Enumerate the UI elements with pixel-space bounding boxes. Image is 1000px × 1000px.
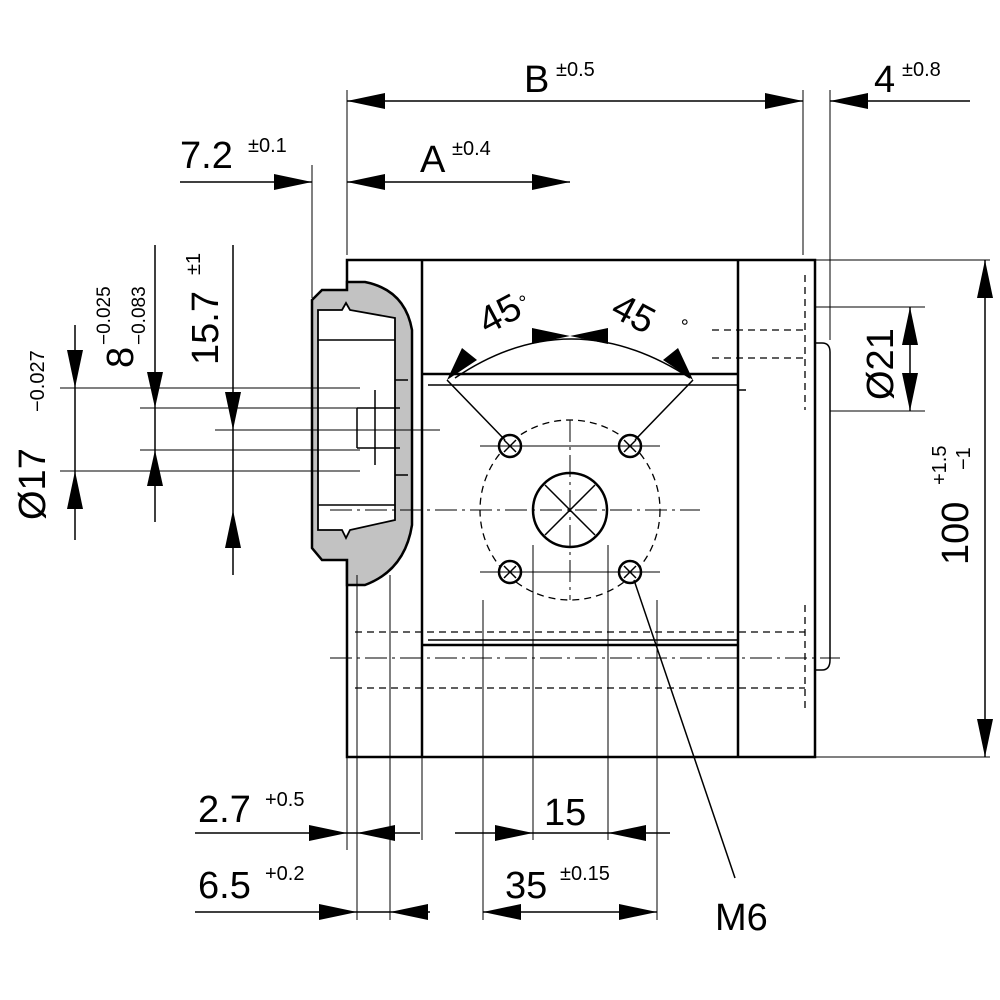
unit-angle-right: ° xyxy=(674,315,691,338)
label-15-7: 15.7 xyxy=(185,291,227,365)
angle-arc xyxy=(454,338,691,379)
arrowhead xyxy=(225,510,241,548)
arrowhead xyxy=(902,307,918,345)
tol-4: ±0.8 xyxy=(902,59,941,81)
tol-100-upper: +1.5 xyxy=(929,446,951,485)
arrowhead xyxy=(608,825,646,841)
label-dia17: Ø17 xyxy=(12,448,54,520)
arrowhead xyxy=(347,93,385,109)
arrowhead xyxy=(663,348,693,380)
extension-lines xyxy=(60,90,990,920)
label-100: 100 xyxy=(935,502,977,565)
label-4: 4 xyxy=(874,59,895,101)
tol-b: ±0.5 xyxy=(556,59,595,81)
tol-6-5: +0.2 xyxy=(265,863,304,885)
label-35: 35 xyxy=(505,865,547,907)
arrowhead xyxy=(67,350,83,388)
label-8: 8 xyxy=(100,347,142,368)
arrowhead xyxy=(495,825,533,841)
angle-leg-left xyxy=(446,379,506,441)
arrowhead xyxy=(357,825,395,841)
label-b: B xyxy=(524,59,549,101)
arrowhead xyxy=(619,904,657,920)
arrowhead xyxy=(309,825,347,841)
tol-dia17: −0.027 xyxy=(27,350,49,412)
label-7-2: 7.2 xyxy=(180,135,233,177)
arrowhead xyxy=(147,450,163,486)
arrowhead xyxy=(390,904,428,920)
tol-8-lower: −0.083 xyxy=(129,286,150,345)
label-15: 15 xyxy=(544,792,586,834)
arrowhead xyxy=(532,174,570,190)
angle-leg-right xyxy=(634,379,694,441)
pump-body xyxy=(330,258,840,759)
tol-35: ±0.15 xyxy=(560,863,610,885)
arrowhead xyxy=(447,348,477,380)
arrowhead xyxy=(977,260,993,298)
arrowhead xyxy=(147,372,163,408)
tol-100-lower: −1 xyxy=(953,447,975,470)
arrowhead xyxy=(532,328,570,344)
label-dia21: Ø21 xyxy=(860,328,902,400)
arrowhead xyxy=(225,392,241,430)
tol-a: ±0.4 xyxy=(452,138,491,160)
arrowhead xyxy=(570,328,608,344)
label-m6: M6 xyxy=(715,897,768,939)
arrowhead xyxy=(347,174,385,190)
tol-2-7: +0.5 xyxy=(265,789,304,811)
label-6-5: 6.5 xyxy=(198,865,251,907)
flange-pattern xyxy=(330,338,700,601)
tol-8-upper: −0.025 xyxy=(94,286,115,345)
arrowhead xyxy=(274,174,312,190)
arrowhead xyxy=(977,719,993,757)
arrowhead xyxy=(830,93,868,109)
drive-shaft xyxy=(310,280,414,587)
dimension-lines xyxy=(67,93,993,920)
arrowhead xyxy=(902,373,918,411)
label-a: A xyxy=(420,139,446,181)
rear-port xyxy=(815,342,831,671)
tol-7-2: ±0.1 xyxy=(248,135,287,157)
tol-15-7: ±1 xyxy=(183,253,205,275)
arrowhead xyxy=(483,904,521,920)
label-angle-right: 45 xyxy=(605,286,662,343)
label-2-7: 2.7 xyxy=(198,789,251,831)
arrowhead xyxy=(67,471,83,509)
dimension-labels: B ±0.5 4 ±0.8 7.2 ±0.1 A ±0.4 45 ° 45 ° … xyxy=(12,59,977,939)
arrowhead xyxy=(765,93,803,109)
arrowhead xyxy=(319,904,357,920)
m6-leader xyxy=(633,579,736,879)
